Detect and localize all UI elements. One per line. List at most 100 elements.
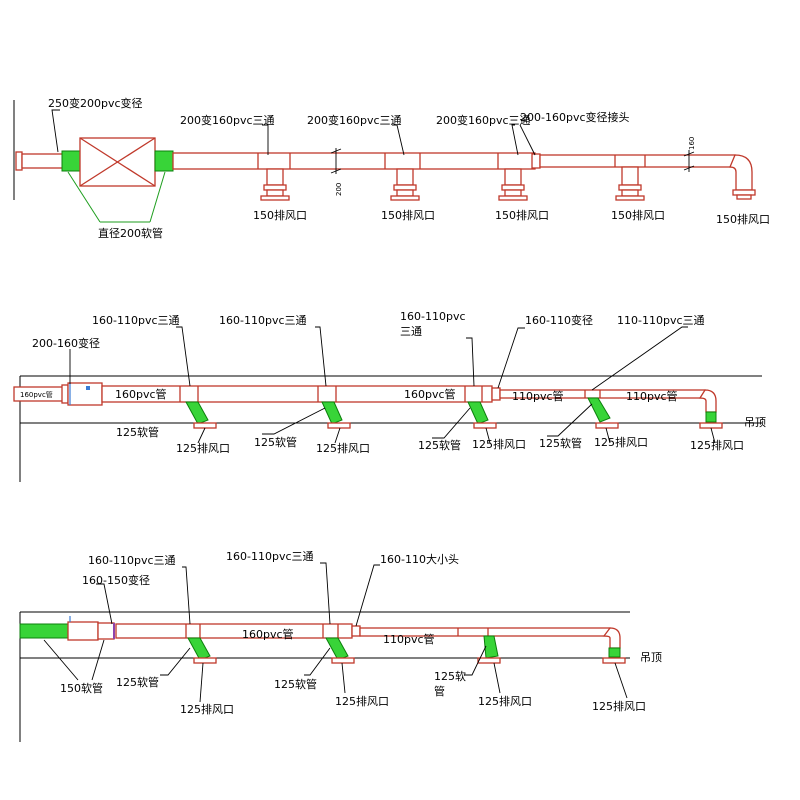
fan-box (67, 382, 103, 406)
leader-tee-3 (466, 337, 475, 387)
label-outlet-1: 125排风口 (176, 441, 230, 455)
leader-hose-150-b (91, 639, 105, 681)
elbow-160 (729, 154, 753, 191)
label-tee-3-line1: 160-110pvc (400, 310, 466, 323)
leader-hose-1 (160, 647, 191, 676)
label-tee-2: 160-110pvc三通 (219, 314, 307, 327)
label-hose-2: 125软管 (418, 438, 461, 452)
dim-label-160: 160 (688, 137, 696, 150)
leader-hose-150-a (43, 639, 79, 681)
outlet-drop-5 (732, 189, 756, 200)
leader-tee3 (511, 124, 519, 156)
dim-label-200: 200 (335, 183, 343, 196)
outlet-2 (327, 422, 351, 429)
label-ceiling: 吊顶 (744, 416, 766, 429)
outlet-drop-4 (615, 166, 645, 201)
leader-tee-2 (315, 326, 327, 387)
flex-hose-125-2 (325, 637, 349, 661)
diagram-1: 250变200pvc变径 200变160pvc三通 200变160pvc三通 2… (13, 96, 770, 240)
flex-hose-125-1 (185, 401, 209, 425)
label-reducer-160-110: 160-110变径 (525, 313, 593, 327)
label-outlet-2: 125排风口 (335, 694, 389, 708)
fan-box (67, 621, 99, 641)
label-pipe-160-a: 160pvc管 (115, 387, 167, 401)
elbow-110 (698, 389, 717, 413)
outlet-drop-3 (498, 168, 528, 201)
outlet-drop-1 (260, 168, 290, 201)
label-outlet-1: 150排风口 (253, 208, 307, 222)
outlet-5 (699, 422, 723, 429)
main-pipe-200 (172, 152, 536, 170)
label-pipe-110-a: 110pvc管 (512, 389, 564, 403)
outlet-3 (473, 422, 497, 429)
outlet-1 (193, 422, 217, 429)
label-hose-3-line2: 管 (434, 684, 445, 698)
flex-hose-125-1 (187, 637, 211, 661)
diagram-2: 200-160变径 160pvc管 160-110pvc三通 160-110pv… (13, 310, 766, 482)
label-pipe-110-b: 110pvc管 (626, 389, 678, 403)
fan-box-cross (79, 137, 156, 187)
flex-hose-150 (19, 623, 69, 639)
flex-hose-125-4 (608, 647, 621, 658)
outlet-4 (595, 422, 619, 429)
label-reducer-200-160: 200-160pvc变径接头 (520, 110, 630, 124)
label-fan-inlet: 160pvc管 (20, 390, 53, 399)
label-reducer-big-small: 160-110大小头 (380, 552, 459, 566)
leader-tee2 (392, 124, 405, 156)
label-outlet-2: 125排风口 (316, 441, 370, 455)
reducer-160-110 (491, 387, 501, 401)
label-pipe-160: 160pvc管 (242, 627, 294, 641)
leader-hose-right (149, 171, 166, 223)
leader-reducer-160-110 (497, 327, 525, 389)
diagram-3: 160-110pvc三通 160-150变径 160-110pvc三通 160-… (19, 550, 662, 742)
leader-hose-left (67, 171, 101, 223)
label-tee-2: 200变160pvc三通 (307, 113, 402, 127)
label-outlet-3: 125排风口 (472, 437, 526, 451)
label-tee-1: 160-110pvc三通 (88, 554, 176, 567)
label-tee-3: 200变160pvc三通 (436, 113, 531, 127)
leader-hose-4 (547, 403, 593, 437)
flex-hose-125-3 (483, 635, 499, 659)
label-tee-2: 160-110pvc三通 (226, 550, 314, 563)
flex-hose-125-2 (321, 401, 343, 425)
label-hose-3: 125软管 (539, 436, 582, 450)
flex-hose-200-left (61, 150, 81, 172)
label-hose-150: 150软管 (60, 681, 103, 695)
outlet-3 (477, 657, 501, 664)
label-outlet-1: 125排风口 (180, 702, 234, 716)
label-flex-hose-200: 直径200软管 (98, 226, 163, 240)
flex-hose-125-5 (705, 411, 717, 423)
label-reducer-160-150: 160-150变径 (82, 573, 150, 587)
leader-reducer-250-200 (51, 109, 60, 153)
label-hose-4: 125软管 (116, 425, 159, 439)
label-tee-4: 110-110pvc三通 (617, 314, 705, 327)
label-pipe-160-b: 160pvc管 (404, 387, 456, 401)
label-reducer-200-160: 200-160变径 (32, 336, 100, 350)
main-pipe-160 (539, 154, 736, 168)
label-tee-1: 200变160pvc三通 (180, 113, 275, 127)
label-outlet-2: 150排风口 (381, 208, 435, 222)
reducer-200-160 (61, 384, 69, 404)
leader-tee1 (262, 124, 269, 155)
leader-tee-2 (320, 562, 331, 625)
label-outlet-3: 125排风口 (478, 694, 532, 708)
leader-hose-2 (304, 647, 331, 676)
label-hose-2: 125软管 (274, 677, 317, 691)
leader-hose-3 (432, 407, 471, 439)
reducer-160-110 (351, 625, 361, 637)
leader-reducer-160-150 (96, 583, 113, 625)
leader-tee-1 (182, 566, 191, 625)
outlet-drop-2 (390, 168, 420, 201)
flex-hose-200-right (154, 150, 174, 172)
label-outlet-5: 150排风口 (716, 212, 770, 226)
label-ceiling: 吊顶 (640, 651, 662, 664)
label-reducer-250-200: 250变200pvc变径 (48, 96, 143, 110)
main-pipe-250 (21, 153, 67, 169)
flex-hose-125-3 (467, 401, 489, 425)
label-tee-3-line2: 三通 (400, 325, 422, 338)
label-pipe-110: 110pvc管 (383, 632, 435, 646)
wall-flange (15, 151, 23, 171)
label-outlet-3: 150排风口 (495, 208, 549, 222)
outlet-1 (193, 657, 217, 664)
